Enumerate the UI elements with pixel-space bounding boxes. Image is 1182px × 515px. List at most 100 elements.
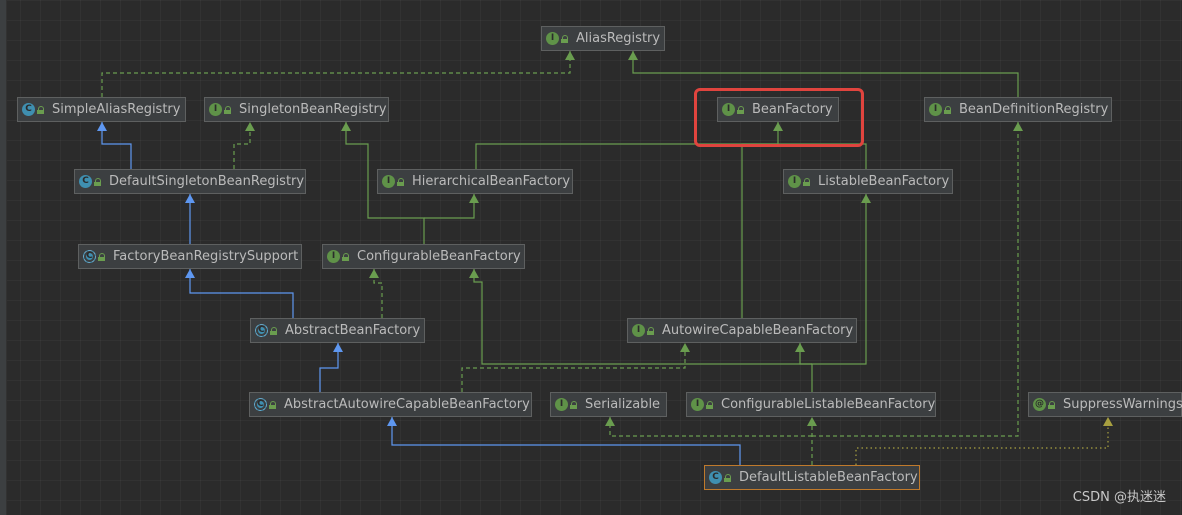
node-abstract-bean-factory[interactable]: C AbstractBeanFactory [250, 318, 425, 343]
class-icon: C [22, 103, 35, 116]
node-hierarchical-bean-factory[interactable]: I HierarchicalBeanFactory [377, 169, 573, 194]
edge-abstract-bean-to-configurable-arrowhead [369, 269, 379, 278]
edge-configurable-to-singleton-registry-arrowhead [341, 122, 351, 131]
lock-icon [98, 252, 106, 261]
edge-hierarchical-to-bean-factory [475, 122, 779, 169]
edge-configurable-to-hierarchical [424, 194, 475, 219]
edge-default-singleton-to-singleton-registry-arrowhead [245, 122, 255, 131]
interface-icon: I [691, 398, 704, 411]
interface-icon: I [929, 103, 942, 116]
node-label: ConfigurableBeanFactory [357, 249, 521, 264]
edge-configurable-listable-to-autowire-arrowhead [795, 343, 805, 352]
lock-icon [342, 252, 350, 261]
edge-hierarchical-to-bean-factory-arrowhead [773, 122, 783, 131]
node-label: AutowireCapableBeanFactory [662, 323, 854, 338]
edge-default-singleton-to-singleton-registry [233, 122, 251, 169]
edge-default-listable-to-bean-definition-registry [812, 122, 1019, 437]
node-abstract-autowire-capable-bean-factory[interactable]: C AbstractAutowireCapableBeanFactory [249, 392, 532, 417]
lock-icon [1048, 400, 1056, 409]
left-gutter [0, 0, 7, 515]
lock-icon [570, 400, 578, 409]
interface-icon: I [555, 398, 568, 411]
node-serializable[interactable]: I Serializable [550, 392, 667, 417]
edge-abstract-autowire-to-abstract-bean [319, 343, 339, 392]
class-icon: C [709, 471, 722, 484]
abstract-class-icon: C [255, 324, 268, 337]
edge-abstract-autowire-to-abstract-bean-arrowhead [333, 343, 343, 352]
node-label: AliasRegistry [576, 31, 661, 46]
edge-abstract-autowire-to-autowire-capable-arrowhead [680, 343, 690, 352]
lock-icon [944, 105, 952, 114]
node-label: BeanFactory [752, 102, 833, 117]
node-label: HierarchicalBeanFactory [412, 174, 571, 189]
node-configurable-listable-bean-factory[interactable]: I ConfigurableListableBeanFactory [686, 392, 936, 417]
edge-default-listable-to-suppress-warnings [855, 417, 1109, 465]
bean-factory-highlight-box [694, 88, 864, 147]
node-label: ListableBeanFactory [818, 174, 950, 189]
node-alias-registry[interactable]: I AliasRegistry [541, 26, 665, 51]
edge-simple-alias-to-alias-registry-arrowhead [565, 51, 575, 60]
lock-icon [724, 473, 732, 482]
node-configurable-bean-factory[interactable]: I ConfigurableBeanFactory [322, 244, 525, 269]
edge-configurable-listable-to-listable-arrowhead [861, 194, 871, 203]
edge-default-listable-to-bean-definition-registry-arrowhead [1013, 122, 1023, 131]
node-factory-bean-registry-support[interactable]: C FactoryBeanRegistrySupport [78, 244, 302, 269]
interface-icon: I [327, 250, 340, 263]
edge-configurable-to-hierarchical-arrowhead [469, 194, 479, 203]
edge-configurable-listable-to-configurable-arrowhead [469, 269, 479, 278]
node-bean-factory[interactable]: I BeanFactory [717, 97, 839, 122]
edge-default-singleton-to-simple-alias-arrowhead [97, 122, 107, 131]
lock-icon [803, 177, 811, 186]
annotation-icon: @ [1033, 398, 1046, 411]
csdn-watermark: CSDN @执迷迷 [1072, 490, 1166, 505]
edge-configurable-listable-to-autowire [799, 343, 812, 365]
lock-icon [37, 105, 45, 114]
edge-abstract-autowire-to-autowire-capable [461, 343, 686, 392]
class-icon: C [79, 175, 92, 188]
node-label: AbstractBeanFactory [285, 323, 421, 338]
node-label: AbstractAutowireCapableBeanFactory [284, 397, 530, 412]
edge-default-listable-to-configurable-listable-arrowhead [807, 417, 817, 426]
edge-autowire-to-bean-factory [741, 143, 778, 318]
node-label: SuppressWarnings [1063, 397, 1182, 412]
edge-simple-alias-to-alias-registry [101, 51, 571, 97]
node-suppress-warnings[interactable]: @ SuppressWarnings [1028, 392, 1182, 417]
node-label: SingletonBeanRegistry [239, 102, 387, 117]
node-label: BeanDefinitionRegistry [959, 102, 1109, 117]
node-label: DefaultListableBeanFactory [739, 470, 918, 485]
node-label: FactoryBeanRegistrySupport [113, 249, 299, 264]
abstract-class-icon: C [83, 250, 96, 263]
edge-configurable-listable-to-configurable [473, 269, 812, 365]
edge-configurable-to-singleton-registry [345, 122, 425, 244]
interface-icon: I [722, 103, 735, 116]
node-simple-alias-registry[interactable]: C SimpleAliasRegistry [17, 97, 186, 122]
edge-default-singleton-to-simple-alias [101, 122, 132, 169]
edge-default-listable-to-serializable-arrowhead [605, 417, 615, 426]
node-label: SimpleAliasRegistry [52, 102, 181, 117]
lock-icon [737, 105, 745, 114]
interface-icon: I [632, 324, 645, 337]
edge-default-listable-to-abstract-autowire-arrowhead [387, 417, 397, 426]
node-bean-definition-registry[interactable]: I BeanDefinitionRegistry [924, 97, 1112, 122]
lock-icon [647, 326, 655, 335]
node-singleton-bean-registry[interactable]: I SingletonBeanRegistry [204, 97, 389, 122]
edge-abstract-bean-to-factory-support [189, 269, 294, 318]
interface-icon: I [209, 103, 222, 116]
lock-icon [706, 400, 714, 409]
node-listable-bean-factory[interactable]: I ListableBeanFactory [783, 169, 953, 194]
interface-icon: I [788, 175, 801, 188]
edge-abstract-bean-to-factory-support-arrowhead [185, 269, 195, 278]
node-label: DefaultSingletonBeanRegistry [109, 174, 305, 189]
edge-factory-support-to-default-singleton-arrowhead [185, 194, 195, 203]
edge-default-listable-to-suppress-warnings-arrowhead [1103, 417, 1113, 426]
node-autowire-capable-bean-factory[interactable]: I AutowireCapableBeanFactory [627, 318, 857, 343]
edge-bean-definition-to-alias-registry [632, 51, 1019, 97]
node-default-listable-bean-factory[interactable]: C DefaultListableBeanFactory [704, 465, 920, 490]
edge-configurable-listable-to-listable [811, 194, 867, 392]
edge-default-listable-to-serializable [609, 417, 812, 437]
lock-icon [561, 34, 569, 43]
node-default-singleton-bean-registry[interactable]: C DefaultSingletonBeanRegistry [74, 169, 306, 194]
node-label: ConfigurableListableBeanFactory [721, 397, 936, 412]
